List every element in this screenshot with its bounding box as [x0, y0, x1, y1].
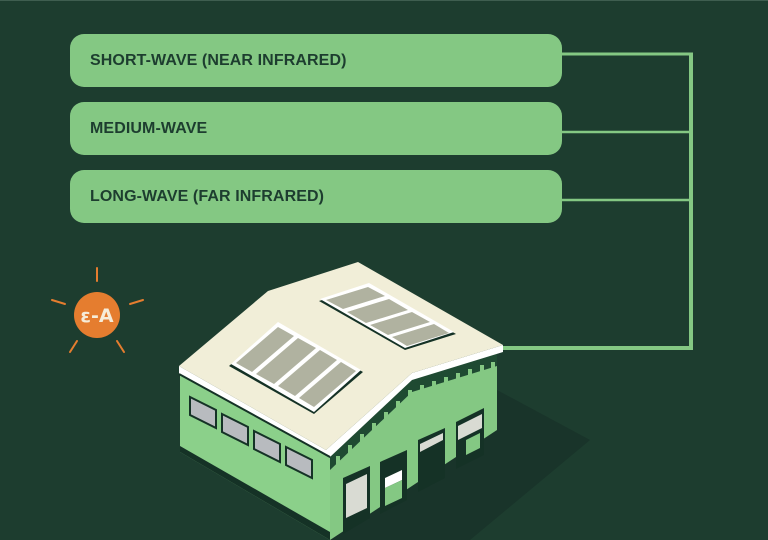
warehouse-icon	[178, 262, 503, 540]
sun-icon: ε-A	[51, 267, 144, 353]
connector-lines	[503, 52, 693, 350]
label-long-wave: LONG-WAVE (FAR INFRARED)	[70, 170, 562, 223]
label-short-wave-text: SHORT-WAVE (NEAR INFRARED)	[90, 51, 347, 69]
skylight-left	[229, 322, 363, 414]
label-long-wave-text: LONG-WAVE (FAR INFRARED)	[90, 187, 325, 205]
label-medium-wave-text: MEDIUM-WAVE	[90, 119, 208, 137]
top-border	[0, 0, 768, 1]
skylight-right	[319, 283, 456, 350]
logo-text: ε-A	[80, 305, 113, 327]
roof	[179, 262, 503, 450]
label-short-wave: SHORT-WAVE (NEAR INFRARED)	[70, 34, 562, 87]
side-windows	[189, 395, 313, 480]
loading-doors	[343, 408, 484, 534]
label-medium-wave: MEDIUM-WAVE	[70, 102, 562, 155]
